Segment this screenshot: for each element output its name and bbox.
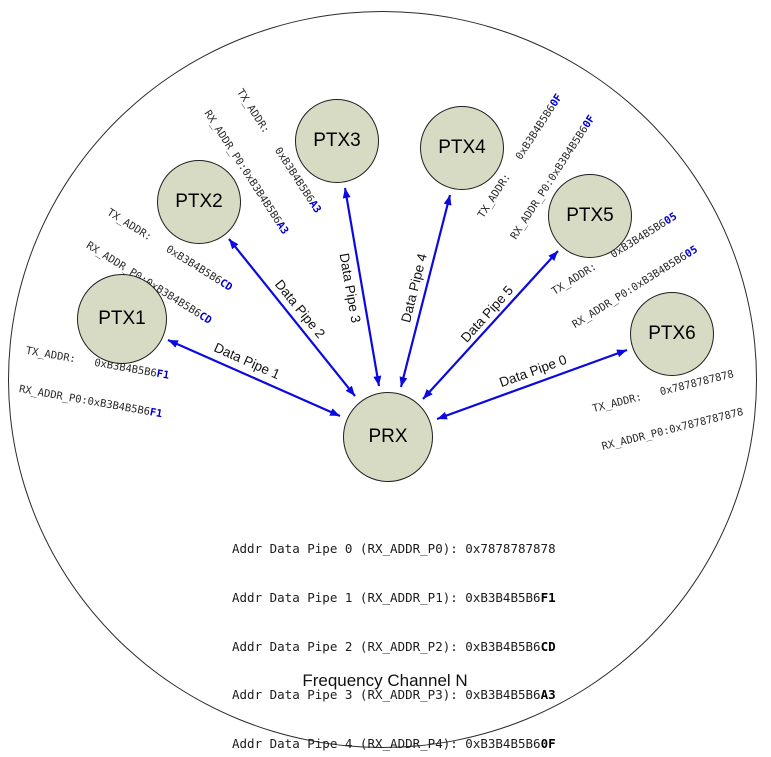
addr-table-row: Addr Data Pipe 4 (RX_ADDR_P4): 0xB3B4B5B…: [232, 736, 556, 752]
addr-row-highlight: CD: [540, 638, 556, 654]
node-ptx5: PTX5: [548, 174, 632, 258]
addr-row-text: Addr Data Pipe 3 (RX_ADDR_P3): 0xB3B4B5B…: [232, 687, 541, 703]
rx-addr-highlight: F1: [148, 406, 164, 421]
node-ptx2: PTX2: [157, 160, 241, 244]
rx-addr-line: RX_ADDR_P0:0xB3B4B5B6F1: [18, 383, 163, 421]
node-ptx3: PTX3: [295, 99, 379, 183]
node-label: PTX4: [438, 137, 486, 158]
addr-row-text: Addr Data Pipe 0 (RX_ADDR_P0): 0x7878787…: [232, 541, 556, 557]
addr-row-text: Addr Data Pipe 1 (RX_ADDR_P1): 0xB3B4B5B…: [232, 590, 541, 606]
addr-row-highlight: A3: [540, 687, 556, 703]
tx-addr-line: TX_ADDR: 0x7878787878: [591, 368, 735, 416]
node-label: PTX3: [313, 130, 361, 151]
frequency-channel-boundary: [8, 11, 757, 748]
prx-address-table: Addr Data Pipe 0 (RX_ADDR_P0): 0x7878787…: [232, 509, 556, 757]
node-ptx1: PTX1: [77, 274, 167, 364]
node-label: PTX1: [98, 308, 146, 329]
node-ptx4: PTX4: [420, 106, 504, 190]
node-label: PRX: [368, 426, 408, 447]
tx-addr-highlight: F1: [155, 367, 171, 382]
rx-addr-text: RX_ADDR_P0:0xB3B4B5B6: [18, 383, 151, 419]
node-ptx6: PTX6: [630, 292, 714, 376]
addr-row-highlight: F1: [540, 590, 556, 606]
node-label: PTX6: [648, 323, 696, 344]
frequency-channel-label: Frequency Channel N: [302, 671, 468, 690]
rx-addr-line: RX_ADDR_P0:0x7878787878: [601, 406, 745, 454]
node-label: PTX2: [175, 191, 223, 212]
addr-table-row: Addr Data Pipe 2 (RX_ADDR_P2): 0xB3B4B5B…: [232, 639, 556, 655]
addr-table-row: Addr Data Pipe 1 (RX_ADDR_P1): 0xB3B4B5B…: [232, 590, 556, 606]
addr-row-highlight: 0F: [540, 735, 556, 751]
addr-row-text: Addr Data Pipe 4 (RX_ADDR_P4): 0xB3B4B5B…: [232, 735, 541, 751]
node-prx: PRX: [343, 392, 433, 482]
rx-addr-text: RX_ADDR_P0:0x7878787878: [600, 406, 745, 453]
node-label: PTX5: [566, 205, 614, 226]
addr-table-row: Addr Data Pipe 0 (RX_ADDR_P0): 0x7878787…: [232, 541, 556, 557]
addr-row-text: Addr Data Pipe 2 (RX_ADDR_P2): 0xB3B4B5B…: [232, 638, 541, 654]
addr-table-row: Addr Data Pipe 3 (RX_ADDR_P3): 0xB3B4B5B…: [232, 687, 556, 703]
